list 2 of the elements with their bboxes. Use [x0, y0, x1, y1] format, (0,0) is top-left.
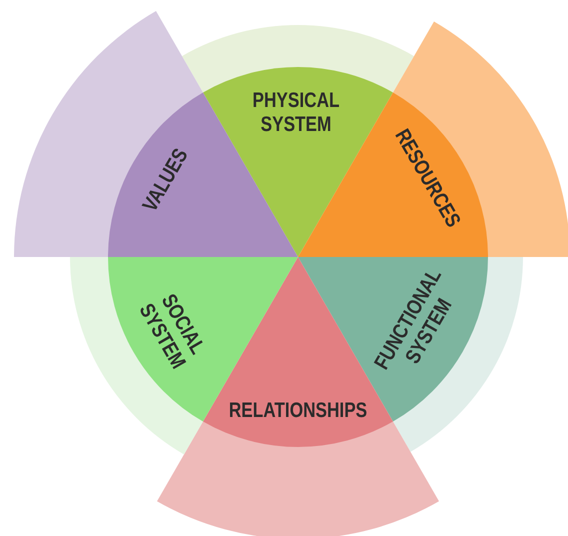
sector-label: RELATIONSHIPS	[228, 400, 368, 422]
sector-label: PHYSICAL SYSTEM	[252, 90, 340, 136]
